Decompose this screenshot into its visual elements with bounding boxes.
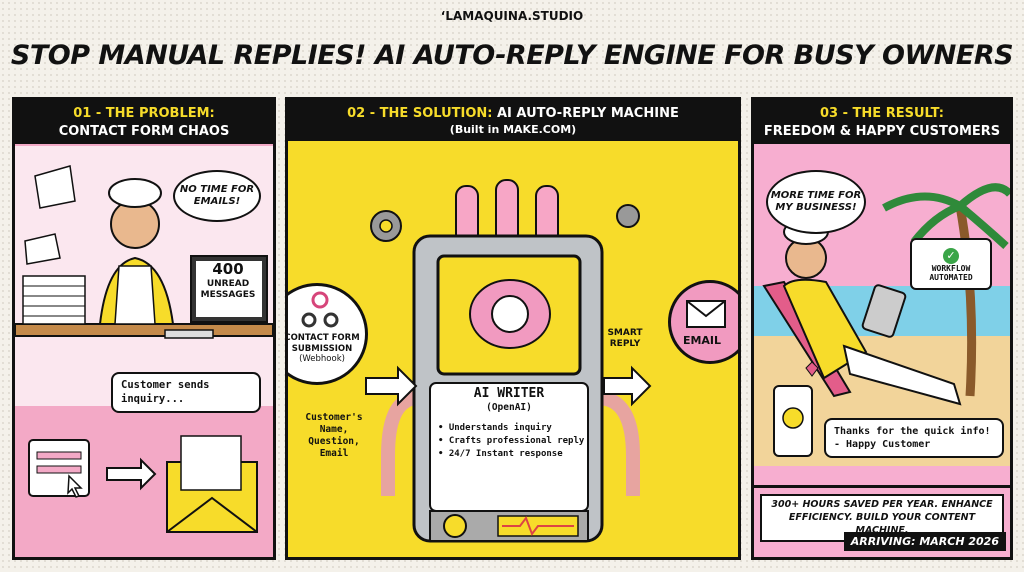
webhook-icon xyxy=(301,291,339,328)
beach-scene xyxy=(754,183,1010,466)
unread-label-line1: UNREAD xyxy=(206,278,250,289)
testimonial-line2: - Happy Customer xyxy=(834,439,931,450)
trigger-line2: SUBMISSION xyxy=(291,343,353,354)
problem-heading-line2: CONTACT FORM CHAOS xyxy=(58,123,230,139)
gear-icon xyxy=(616,204,640,228)
more-time-speech-bubble: MORE TIME FOR MY BUSINESS! xyxy=(766,170,866,234)
problem-heading-line1: 01 - THE PROBLEM: xyxy=(73,106,215,121)
unread-count: 400 xyxy=(212,260,244,278)
badge-line1: WORKFLOW xyxy=(931,264,971,273)
promo-line1: 300+ HOURS SAVED PER YEAR. ENHANCE xyxy=(771,499,993,510)
fields-line2: Name, Question, xyxy=(308,423,360,447)
solution-heading-prefix: 02 - THE SOLUTION: xyxy=(347,106,493,121)
form-to-envelope-illustration xyxy=(28,435,258,533)
email-label: EMAIL xyxy=(682,334,722,347)
envelope-icon xyxy=(686,300,726,328)
smart-reply-label: SMART REPLY xyxy=(600,328,650,351)
solution-panel: 02 - THE SOLUTION: AI AUTO-REPLY MACHINE… xyxy=(285,97,741,560)
smart-reply-line2: REPLY xyxy=(609,339,641,350)
testimonial-bubble: Thanks for the quick info! - Happy Custo… xyxy=(824,418,1004,458)
solution-heading: 02 - THE SOLUTION: AI AUTO-REPLY MACHINE… xyxy=(288,100,738,142)
checkmark-icon: ✓ xyxy=(943,248,959,264)
result-heading-line1: 03 - THE RESULT: xyxy=(820,106,944,121)
no-time-speech-text: NO TIME FOR EMAILS! xyxy=(179,184,255,207)
result-panel: 03 - THE RESULT: FREEDOM & HAPPY CUSTOME… xyxy=(751,97,1013,560)
testimonial-line1: Thanks for the quick info! xyxy=(834,426,991,437)
feature-item: • 24/7 Instant response xyxy=(438,449,563,460)
no-time-speech-bubble: NO TIME FOR EMAILS! xyxy=(173,170,261,222)
solution-heading-line1: 02 - THE SOLUTION: AI AUTO-REPLY MACHINE xyxy=(292,105,734,123)
machine-title: AI WRITER (OpenAI) xyxy=(430,386,588,414)
problem-panel: 01 - THE PROBLEM: CONTACT FORM CHAOS NO … xyxy=(12,97,276,560)
machine-title-text: AI WRITER xyxy=(473,386,545,401)
feature-item: • Understands inquiry xyxy=(438,423,552,433)
arriving-date: ARRIVING: MARCH 2026 xyxy=(843,532,1006,551)
trigger-fields: Customer's Name, Question, Email xyxy=(294,412,374,460)
machine-illustration xyxy=(365,179,652,543)
fields-line3: Email xyxy=(319,447,349,459)
badge-line2: AUTOMATED xyxy=(929,273,973,282)
promo-box: 300+ HOURS SAVED PER YEAR. ENHANCE EFFIC… xyxy=(754,485,1010,557)
checkmark-icon xyxy=(782,407,804,429)
trigger-line1: CONTACT FORM xyxy=(285,333,360,343)
brand-name: ‘LAMAQUINA.STUDIO xyxy=(440,9,584,23)
fields-line1: Customer's xyxy=(305,412,363,423)
workflow-badge: ✓ WORKFLOW AUTOMATED xyxy=(910,238,992,290)
feature-list: • Understands inquiry • Crafts professio… xyxy=(438,422,588,461)
more-time-speech-text: MORE TIME FOR MY BUSINESS! xyxy=(770,190,862,213)
smart-reply-line1: SMART xyxy=(607,328,643,338)
problem-heading: 01 - THE PROBLEM: CONTACT FORM CHAOS xyxy=(15,100,273,145)
trigger-line3: (Webhook) xyxy=(299,354,345,365)
unread-counter: 400 UNREAD MESSAGES xyxy=(198,260,258,301)
solution-heading-sub: (Built in MAKE.COM) xyxy=(449,122,577,136)
inquiry-caption: Customer sends inquiry... xyxy=(111,372,261,414)
promo-line2: EFFICIENCY. BUILD YOUR CONTENT MACHINE. xyxy=(788,511,976,536)
trigger-label: CONTACT FORM SUBMISSION (Webhook) xyxy=(285,333,364,365)
heart-icon xyxy=(805,361,819,377)
unread-label-line2: MESSAGES xyxy=(200,290,256,300)
cursor-icon xyxy=(67,474,83,498)
solution-heading-main: AI AUTO-REPLY MACHINE xyxy=(497,106,679,121)
machine-subtitle: (OpenAI) xyxy=(486,402,532,414)
headline: STOP MANUAL REPLIES! AI AUTO-REPLY ENGIN… xyxy=(10,40,1014,71)
feature-item: • Crafts professional reply xyxy=(438,436,585,447)
result-heading: 03 - THE RESULT: FREEDOM & HAPPY CUSTOME… xyxy=(754,100,1010,145)
result-heading-line2: FREEDOM & HAPPY CUSTOMERS xyxy=(763,123,1001,139)
